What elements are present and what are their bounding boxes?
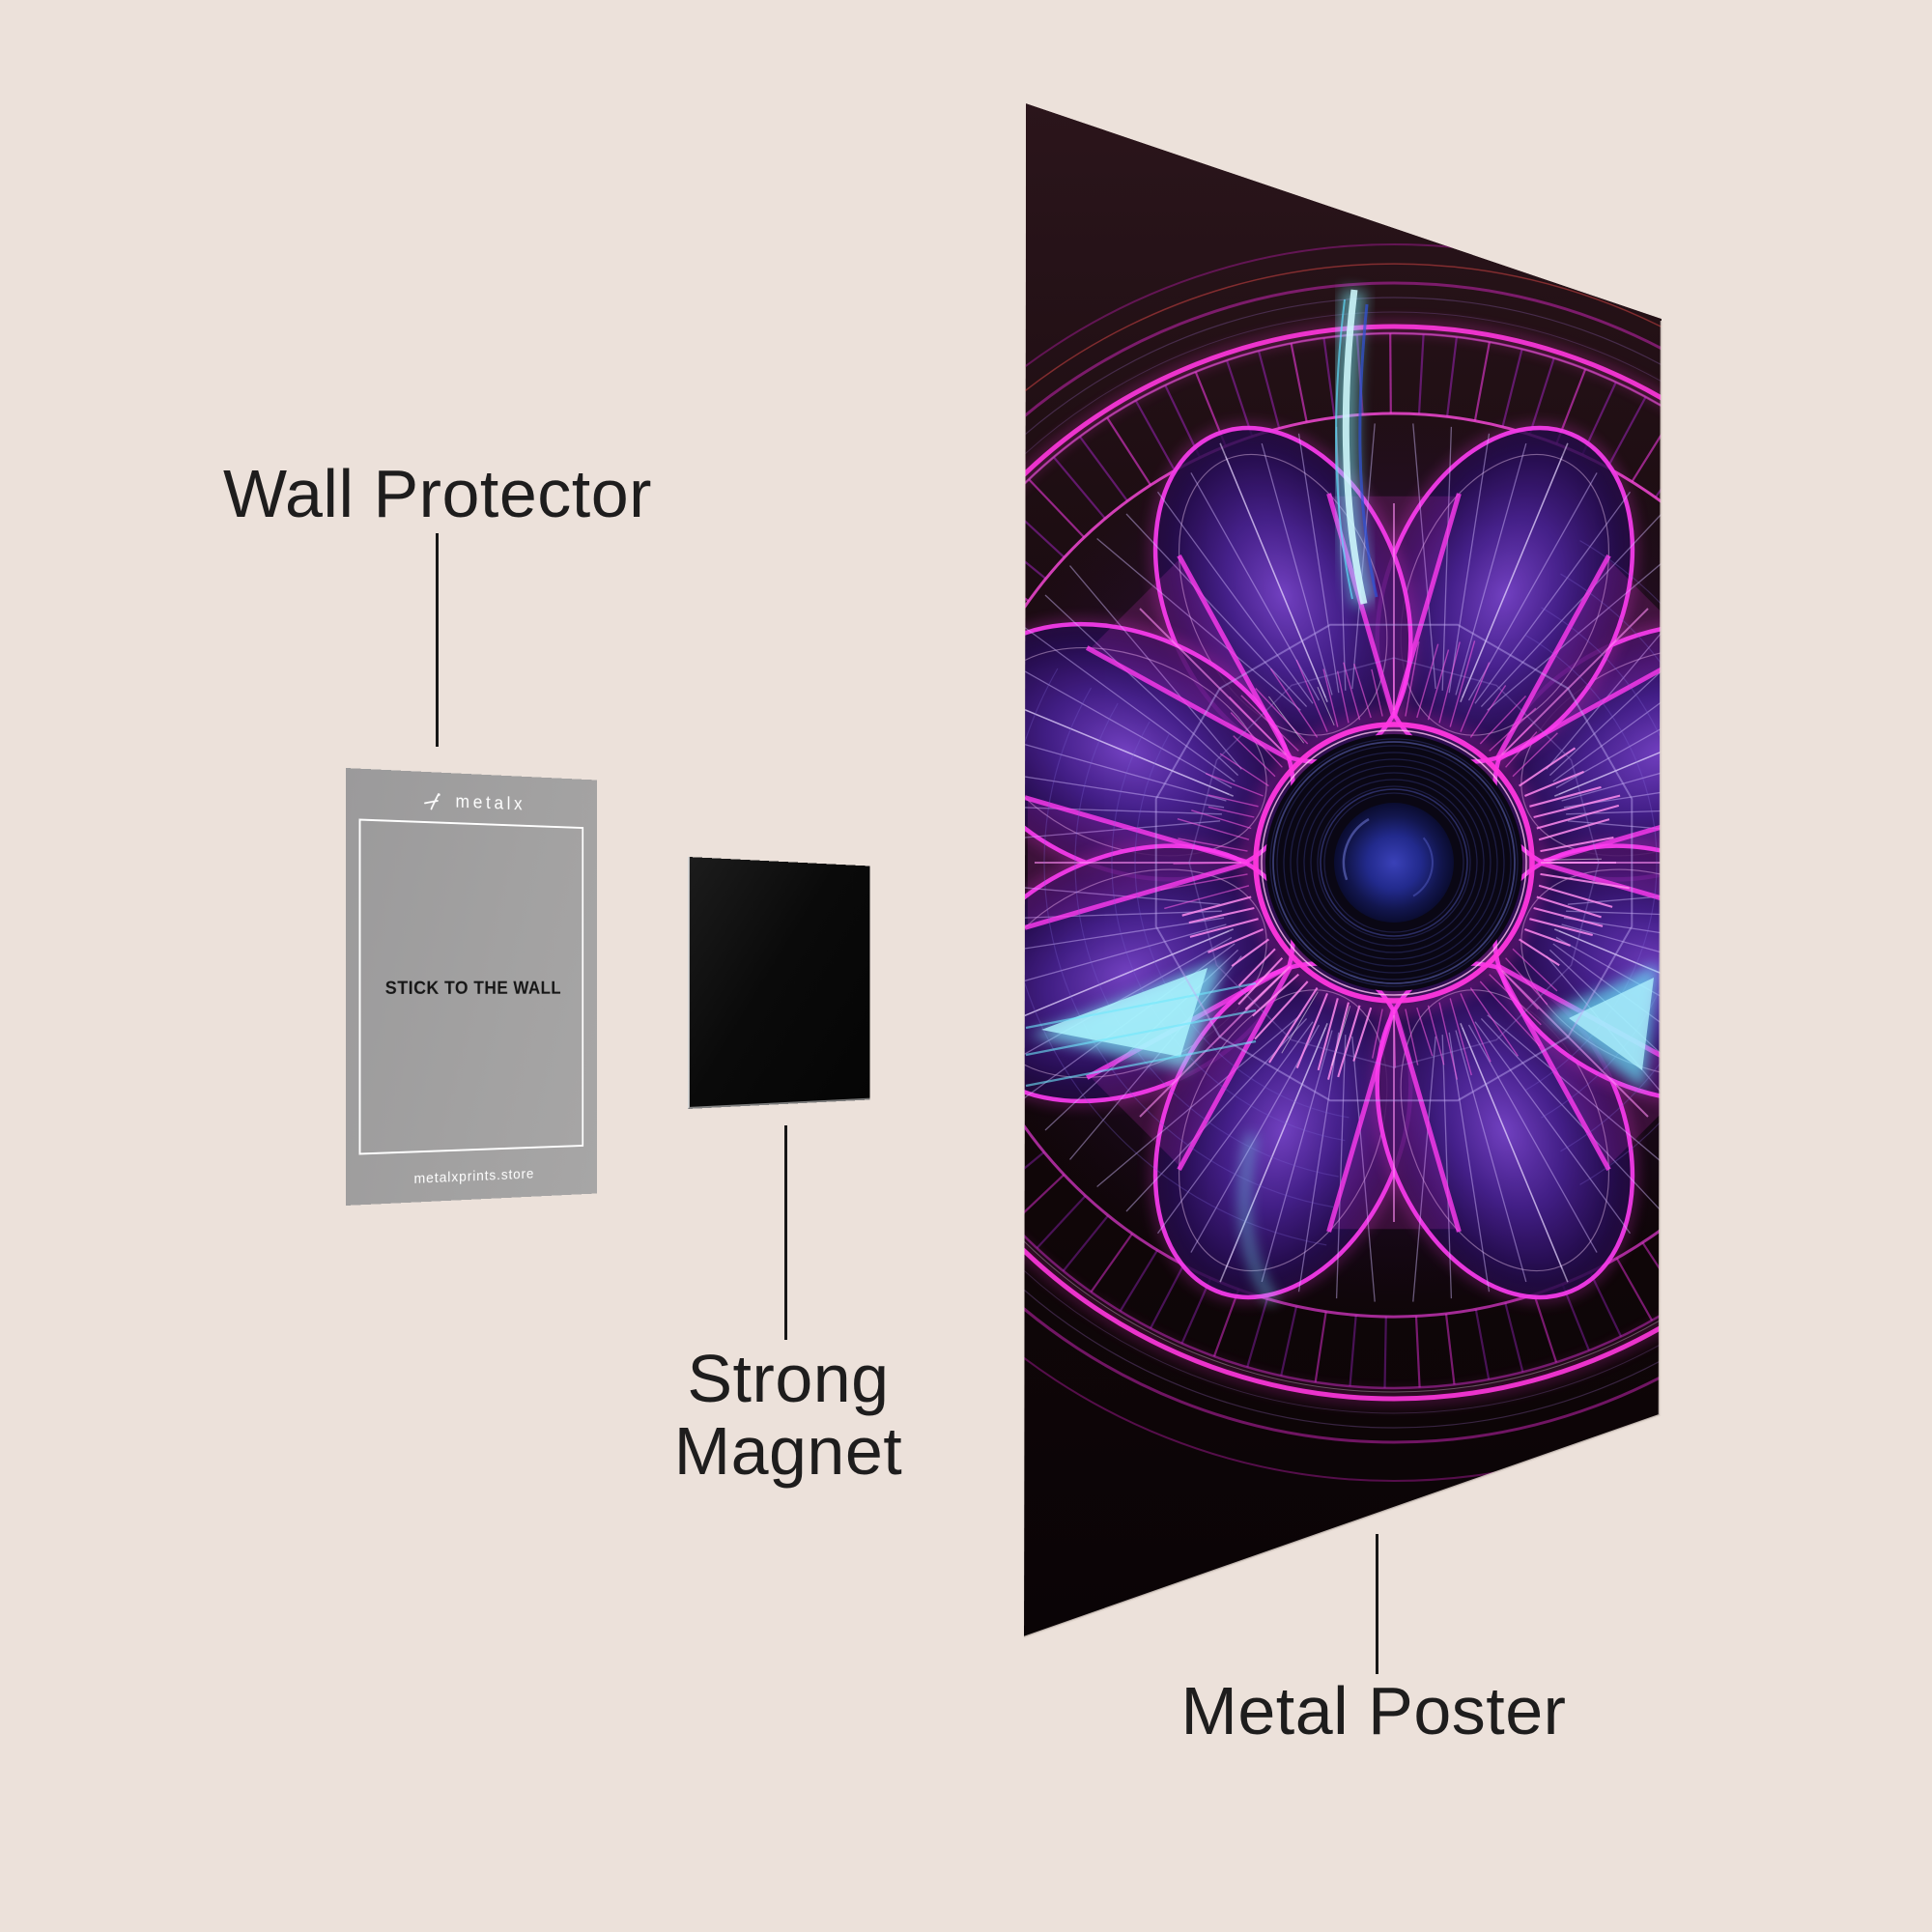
card-footer-url: metalxprints.store <box>413 1165 535 1187</box>
metal-poster-callout-line <box>1376 1534 1378 1674</box>
card-center-text: STICK TO THE WALL <box>384 979 562 999</box>
poster-edge-highlight <box>1023 320 1663 1639</box>
strong-magnet-label-line2: Magnet <box>673 1412 903 1489</box>
wall-protector-callout-line <box>436 533 439 747</box>
wall-protector-label: Wall Protector <box>223 456 652 531</box>
metal-poster-artwork <box>1023 103 1663 1639</box>
card-brand-text: metalx <box>455 791 526 815</box>
metalx-logo-icon <box>423 791 446 811</box>
strong-magnet-square <box>688 857 870 1109</box>
poster-art-layers <box>1024 103 1662 1637</box>
wall-protector-card: metalx STICK TO THE WALL metalxprints.st… <box>346 768 598 1206</box>
metal-poster-label: Metal Poster <box>1180 1673 1567 1748</box>
card-brand-row: metalx <box>346 787 597 818</box>
strong-magnet-callout-line <box>784 1125 787 1340</box>
strong-magnet-label-line1: Strong <box>687 1341 890 1416</box>
strong-magnet-label: Strong Magnet <box>674 1343 902 1488</box>
